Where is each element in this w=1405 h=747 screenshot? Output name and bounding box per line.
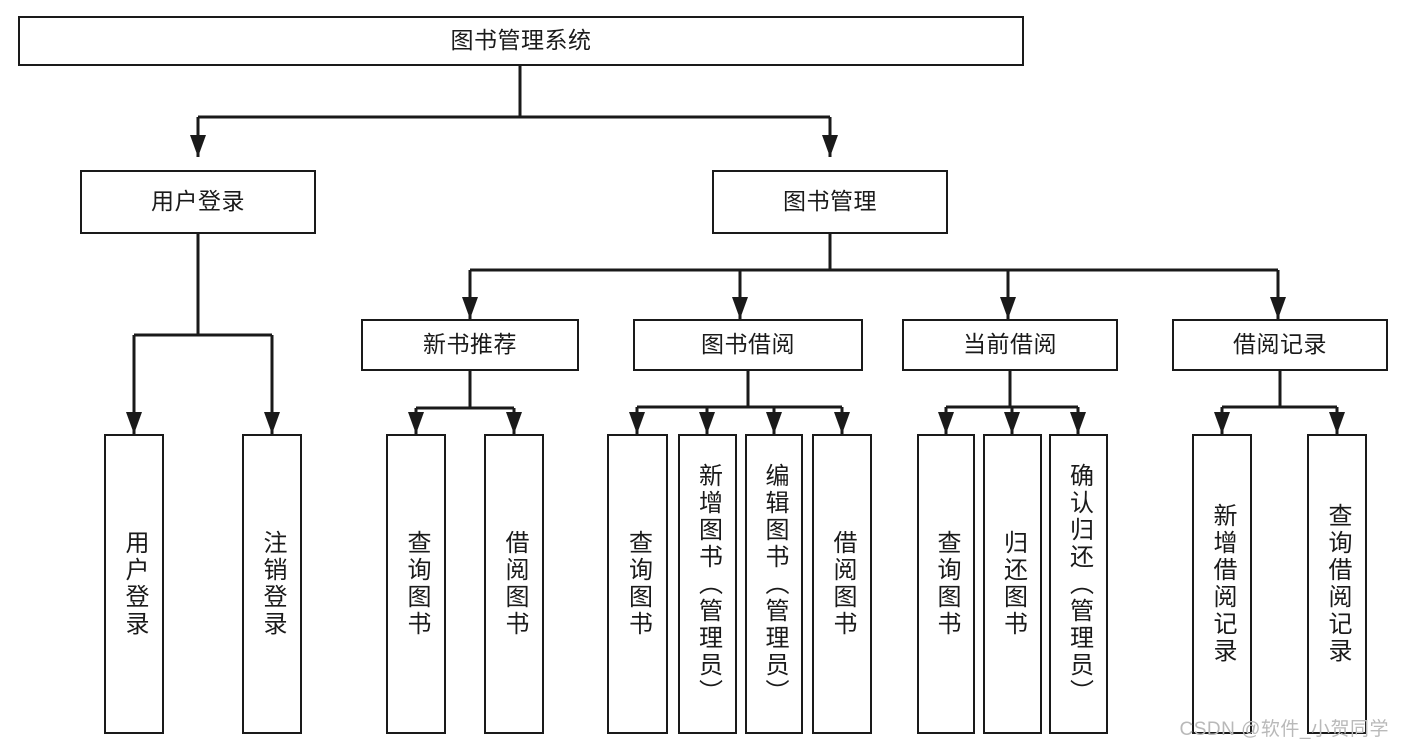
connector-arrowhead-icon xyxy=(822,135,838,157)
node-label-leaf-user-logout: 注销登录 xyxy=(259,530,286,638)
node-leaf-user-logout[interactable]: 注销登录 xyxy=(242,434,302,734)
node-label-leaf-query-book-borrow: 查询图书 xyxy=(624,530,652,638)
node-label-leaf-confirm-return-admin: 确认归还（管理员） xyxy=(1065,462,1093,706)
node-leaf-query-book-borrow[interactable]: 查询图书 xyxy=(607,434,668,734)
node-borrow-record[interactable]: 借阅记录 xyxy=(1172,319,1388,371)
node-leaf-add-borrow-record[interactable]: 新增借阅记录 xyxy=(1192,434,1252,734)
node-leaf-borrow-book-recommend[interactable]: 借阅图书 xyxy=(484,434,544,734)
node-label-book-borrow: 图书借阅 xyxy=(701,331,795,358)
connector-arrowhead-icon xyxy=(1270,297,1286,319)
node-label-current-borrow: 当前借阅 xyxy=(963,331,1057,358)
node-user-login[interactable]: 用户登录 xyxy=(80,170,316,234)
node-label-leaf-borrow-book-recommend: 借阅图书 xyxy=(501,530,528,638)
node-label-leaf-query-borrow-record: 查询借阅记录 xyxy=(1324,503,1351,665)
node-root[interactable]: 图书管理系统 xyxy=(18,16,1024,66)
node-new-book-recommend[interactable]: 新书推荐 xyxy=(361,319,579,371)
connector-arrowhead-icon xyxy=(1070,412,1086,434)
connector-arrowhead-icon xyxy=(462,297,478,319)
node-label-new-book-recommend: 新书推荐 xyxy=(423,331,517,358)
node-book-borrow[interactable]: 图书借阅 xyxy=(633,319,863,371)
connector-arrowhead-icon xyxy=(1004,412,1020,434)
connector-arrowhead-icon xyxy=(264,412,280,434)
connector-arrowhead-icon xyxy=(732,297,748,319)
node-label-leaf-add-borrow-record: 新增借阅记录 xyxy=(1209,503,1236,665)
connector-arrowhead-icon xyxy=(408,412,424,434)
node-label-leaf-query-book-current: 查询图书 xyxy=(933,530,960,638)
node-leaf-query-book-current[interactable]: 查询图书 xyxy=(917,434,975,734)
node-label-leaf-edit-book-admin: 编辑图书（管理员） xyxy=(761,462,788,706)
node-leaf-query-borrow-record[interactable]: 查询借阅记录 xyxy=(1307,434,1367,734)
connector-arrowhead-icon xyxy=(1000,297,1016,319)
node-leaf-user-login[interactable]: 用户登录 xyxy=(104,434,164,734)
connector-arrowhead-icon xyxy=(938,412,954,434)
connector-arrowhead-icon xyxy=(699,412,715,434)
node-leaf-confirm-return-admin[interactable]: 确认归还（管理员） xyxy=(1049,434,1108,734)
node-leaf-borrow-book[interactable]: 借阅图书 xyxy=(812,434,872,734)
connector-arrowhead-icon xyxy=(190,135,206,157)
connector-arrowhead-icon xyxy=(1214,412,1230,434)
node-label-user-login: 用户登录 xyxy=(151,188,245,215)
node-book-management[interactable]: 图书管理 xyxy=(712,170,948,234)
node-label-leaf-query-book-recommend: 查询图书 xyxy=(403,530,430,638)
node-label-root: 图书管理系统 xyxy=(450,27,592,54)
connector-arrowhead-icon xyxy=(629,412,645,434)
connector-arrowhead-icon xyxy=(834,412,850,434)
node-current-borrow[interactable]: 当前借阅 xyxy=(902,319,1118,371)
node-label-borrow-record: 借阅记录 xyxy=(1233,331,1327,358)
connector-arrowhead-icon xyxy=(506,412,522,434)
node-leaf-query-book-recommend[interactable]: 查询图书 xyxy=(386,434,446,734)
node-label-leaf-return-book: 归还图书 xyxy=(999,530,1027,638)
watermark-text: CSDN @软件_小贺同学 xyxy=(1179,719,1389,740)
node-label-leaf-add-book-admin: 新增图书（管理员） xyxy=(694,462,722,706)
node-leaf-add-book-admin[interactable]: 新增图书（管理员） xyxy=(678,434,737,734)
connector-arrowhead-icon xyxy=(766,412,782,434)
node-label-book-management: 图书管理 xyxy=(783,188,877,215)
node-leaf-return-book[interactable]: 归还图书 xyxy=(983,434,1042,734)
node-label-leaf-borrow-book: 借阅图书 xyxy=(829,530,856,638)
node-leaf-edit-book-admin[interactable]: 编辑图书（管理员） xyxy=(745,434,803,734)
node-label-leaf-user-login: 用户登录 xyxy=(121,530,148,638)
connector-arrowhead-icon xyxy=(1329,412,1345,434)
connector-arrowhead-icon xyxy=(126,412,142,434)
